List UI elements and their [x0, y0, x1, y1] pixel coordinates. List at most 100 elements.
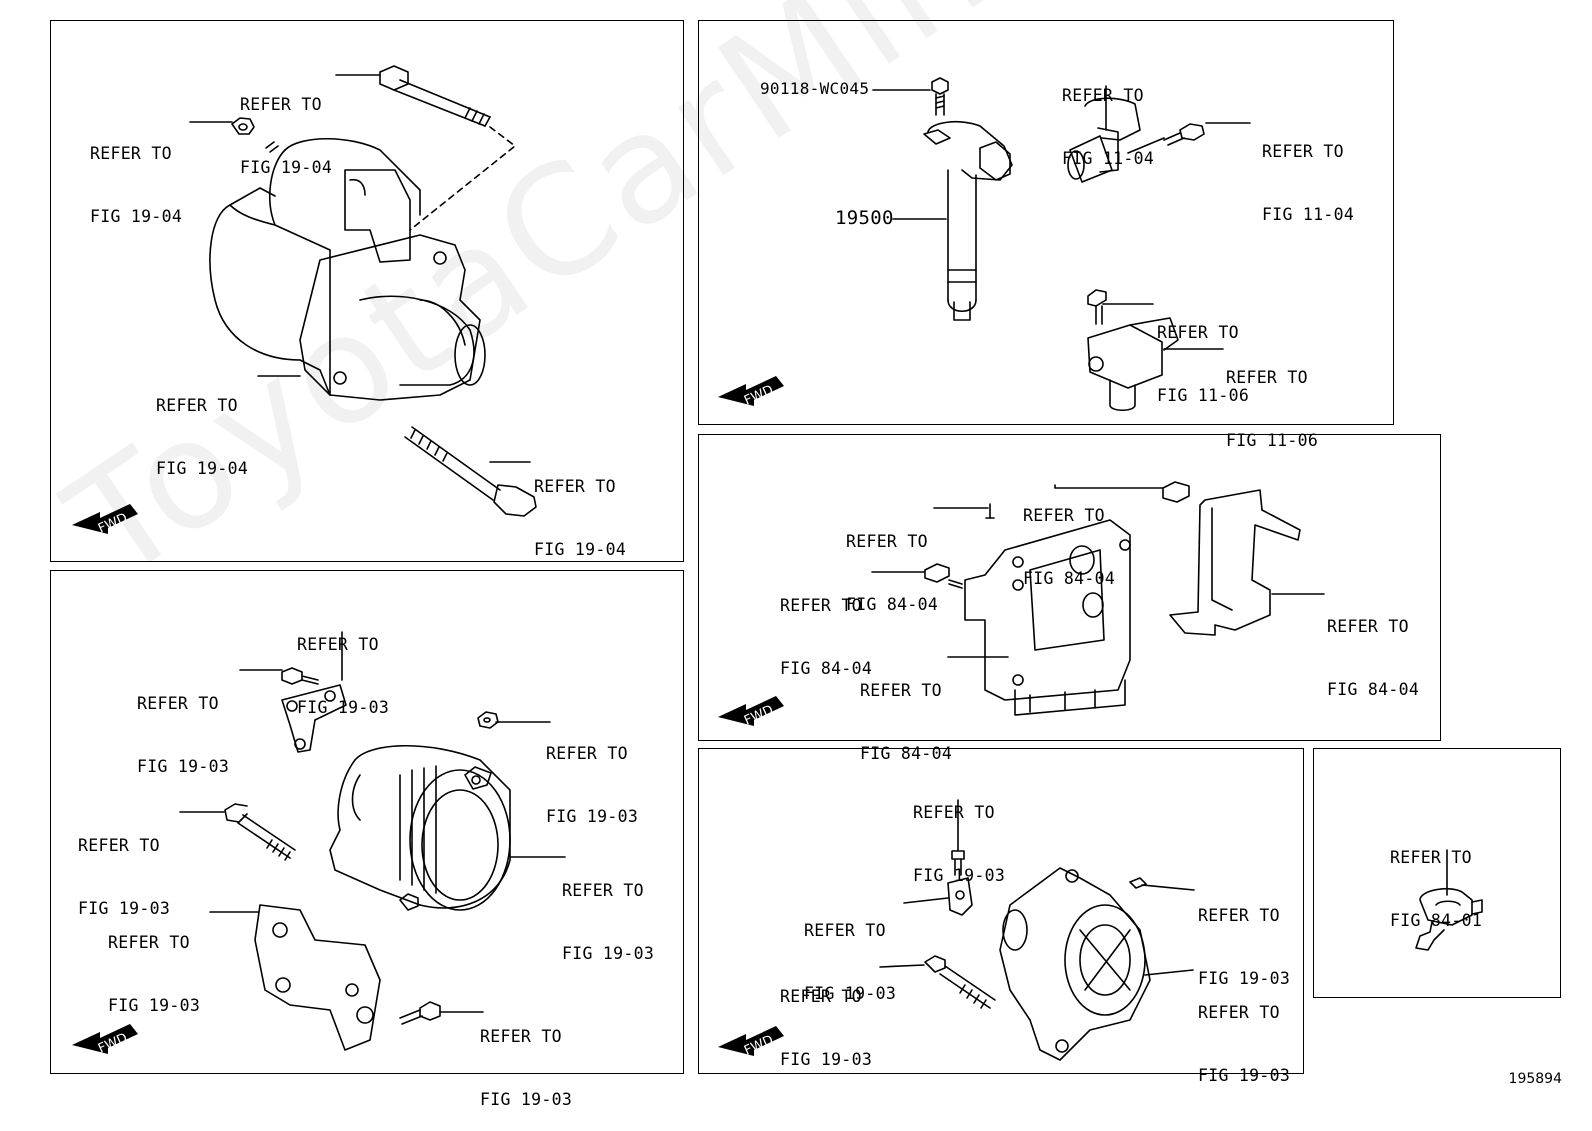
starter-motor-drawing [209, 65, 516, 401]
callout-line1: REFER TO [1262, 142, 1344, 161]
callout-starter-bolt-top: REFER TO FIG 19-04 [240, 52, 332, 199]
callout-line1: REFER TO [137, 694, 219, 713]
fwd-arrow-icon: FWD [72, 504, 138, 537]
svg-text:FWD: FWD [742, 1033, 776, 1059]
callout-cam-sensor-bolt: REFER TO FIG 11-04 [1262, 99, 1354, 246]
callout-ecu-unit: REFER TO FIG 84-04 [860, 638, 952, 785]
callout-ecu-screw: REFER TO FIG 84-04 [846, 489, 938, 636]
callout-line2: FIG 19-03 [562, 944, 655, 963]
callout-line2: FIG 11-06 [1226, 431, 1319, 450]
fwd-arrow-icon: FWD [718, 1026, 784, 1059]
callout-alt-b-alternator: REFER TO FIG 19-03 [1198, 960, 1290, 1107]
callout-line2: FIG 19-03 [297, 698, 390, 717]
callout-alt-b-bracket: REFER TO FIG 19-03 [804, 878, 896, 1025]
callout-line1: REFER TO [90, 144, 172, 163]
alternator-b-drawing [924, 850, 1151, 1061]
callout-line1: REFER TO [780, 987, 862, 1006]
callout-ecu-bracket: REFER TO FIG 84-04 [1327, 574, 1419, 721]
panel-alternator-b [698, 748, 1304, 1074]
fwd-arrow-icon: FWD [718, 376, 784, 409]
callout-alt-a-bracket: REFER TO FIG 19-03 [297, 592, 389, 739]
callout-line2: FIG 11-04 [1062, 149, 1155, 168]
starter-bolt-bottom [404, 426, 537, 517]
panel-sensor [1313, 748, 1561, 998]
part-number-ignition-coil: 19500 [835, 207, 894, 229]
panel-alternator-a [50, 570, 684, 1074]
callout-line2: FIG 19-04 [156, 459, 249, 478]
oil-pressure-switch-drawing [1415, 888, 1483, 951]
ignition-coil-drawing [923, 77, 1205, 412]
callout-line1: REFER TO [546, 744, 628, 763]
callout-line1: REFER TO [1327, 617, 1409, 636]
callout-line1: REFER TO [78, 836, 160, 855]
callout-starter-nut: REFER TO FIG 19-04 [90, 101, 182, 248]
callout-line1: REFER TO [156, 396, 238, 415]
callout-line1: REFER TO [1390, 848, 1472, 867]
alternator-a-drawing [224, 667, 511, 1051]
callout-crank-sensor: REFER TO FIG 11-06 [1226, 325, 1318, 472]
callout-line1: REFER TO [780, 596, 862, 615]
callout-alt-a-mount: REFER TO FIG 19-03 [108, 890, 200, 1037]
callout-line2: FIG 84-01 [1390, 911, 1483, 930]
panel-ecu [698, 434, 1441, 741]
part-number-bolt: 90118-WC045 [760, 79, 870, 98]
callout-starter-motor: REFER TO FIG 19-04 [156, 353, 248, 500]
callout-line1: REFER TO [1226, 368, 1308, 387]
callout-line2: FIG 84-04 [860, 744, 953, 763]
callout-line2: FIG 19-03 [1198, 969, 1291, 988]
callout-line2: FIG 19-03 [137, 757, 230, 776]
fwd-arrow-icon: FWD [72, 1024, 138, 1057]
callout-line2: FIG 19-03 [804, 984, 897, 1003]
leader [1054, 484, 1164, 489]
callout-line1: REFER TO [804, 921, 886, 940]
callout-crank-sensor-bolt: REFER TO FIG 11-06 [1157, 280, 1249, 427]
callout-line2: FIG 84-04 [1327, 680, 1420, 699]
callout-line2: FIG 19-03 [1198, 1066, 1291, 1085]
parts-line-art [179, 65, 1483, 1061]
leader [1127, 137, 1165, 154]
callout-alt-a-bracket-bolt: REFER TO FIG 19-03 [137, 651, 229, 798]
callout-alt-b-bolt: REFER TO FIG 19-03 [780, 944, 872, 1091]
callout-line2: FIG 19-03 [480, 1090, 573, 1109]
leader [903, 897, 949, 904]
callout-alt-a-mount-bolt: REFER TO FIG 19-03 [480, 984, 572, 1131]
leader [1144, 969, 1194, 976]
callout-line2: FIG 11-04 [1262, 205, 1355, 224]
callout-line1: REFER TO [480, 1027, 562, 1046]
leader [879, 964, 925, 968]
callout-line1: REFER TO [1157, 323, 1239, 342]
callout-line2: FIG 19-04 [240, 158, 333, 177]
svg-text:FWD: FWD [742, 703, 776, 729]
callout-alt-b-bolt-top: REFER TO FIG 19-03 [913, 760, 1005, 907]
callout-line1: REFER TO [534, 477, 616, 496]
callout-line2: FIG 19-03 [78, 899, 171, 918]
callout-line1: REFER TO [297, 635, 379, 654]
callout-line2: FIG 19-04 [534, 540, 627, 559]
callout-starter-bolt-bottom: REFER TO FIG 19-04 [534, 434, 626, 581]
callout-alt-a-nut: REFER TO FIG 19-03 [546, 701, 638, 848]
callout-alt-a-bolt: REFER TO FIG 19-03 [78, 793, 170, 940]
callout-alt-b-nut: REFER TO FIG 19-03 [1198, 863, 1290, 1010]
callout-line1: REFER TO [846, 532, 928, 551]
callout-line2: FIG 19-03 [546, 807, 639, 826]
callout-line2: FIG 19-03 [780, 1050, 873, 1069]
callout-line2: FIG 19-03 [913, 866, 1006, 885]
callout-line1: REFER TO [1023, 506, 1105, 525]
callout-line1: REFER TO [913, 803, 995, 822]
callout-line2: FIG 84-04 [780, 659, 873, 678]
callout-ecu-nut: REFER TO FIG 84-04 [1023, 463, 1115, 610]
callout-line2: FIG 84-04 [846, 595, 939, 614]
callout-line2: FIG 19-03 [108, 996, 201, 1015]
callout-line1: REFER TO [1198, 906, 1280, 925]
callout-line1: REFER TO [562, 881, 644, 900]
callout-line1: REFER TO [108, 933, 190, 952]
panel-ignition [698, 20, 1394, 425]
fwd-arrow-icon: FWD [718, 696, 784, 729]
panel-starter [50, 20, 684, 562]
svg-text:FWD: FWD [742, 383, 776, 409]
starter-bolt-top [379, 65, 491, 127]
callout-line2: FIG 19-04 [90, 207, 183, 226]
callout-cam-sensor: REFER TO FIG 11-04 [1062, 43, 1154, 190]
starter-nut [231, 117, 255, 135]
callout-ecu-bolt: REFER TO FIG 84-04 [780, 553, 872, 700]
